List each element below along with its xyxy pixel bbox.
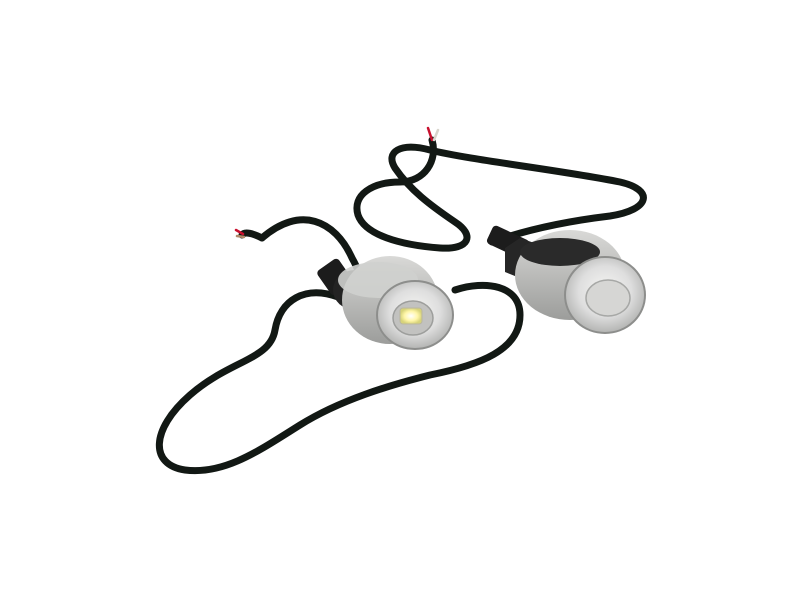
wire-tips (234, 126, 440, 239)
right-led-light (486, 225, 646, 334)
left-led-chip (399, 307, 423, 325)
left-led-light (317, 256, 454, 350)
right-light-cable (353, 136, 647, 252)
